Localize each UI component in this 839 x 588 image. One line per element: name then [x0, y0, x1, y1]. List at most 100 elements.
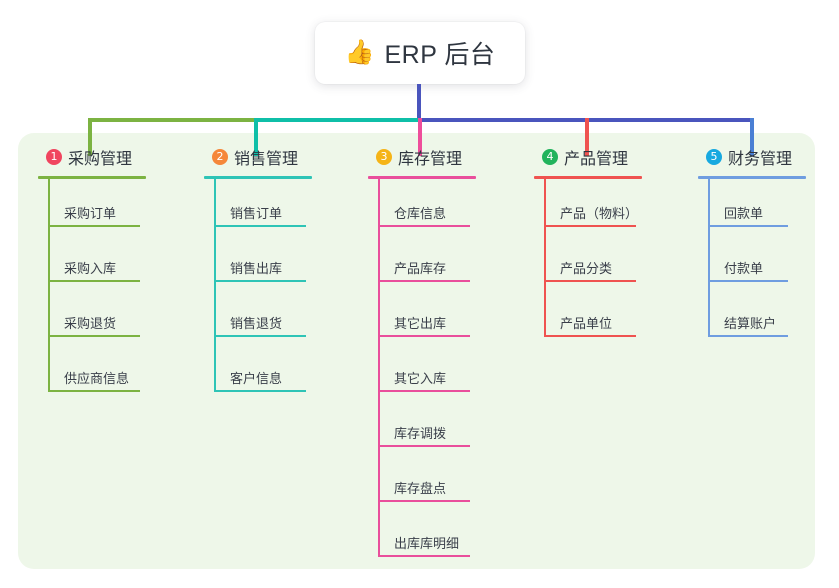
- branch-title: 采购管理: [68, 151, 133, 168]
- leaf-item-label: 付款单: [724, 261, 764, 276]
- root-node-title: ERP 后台: [384, 41, 496, 69]
- branch-leaf-list: 销售订单销售出库销售退货客户信息: [204, 179, 312, 399]
- leaf-item[interactable]: 出库库明细: [368, 509, 476, 564]
- leaf-item[interactable]: 采购入库: [38, 234, 146, 289]
- leaf-item[interactable]: 产品库存: [368, 234, 476, 289]
- leaf-item[interactable]: 仓库信息: [368, 179, 476, 234]
- branch-title: 销售管理: [234, 151, 299, 168]
- leaf-item-label: 库存调拨: [394, 426, 447, 441]
- leaf-item-label: 产品（物料）: [560, 206, 639, 221]
- leaf-item-label: 产品单位: [560, 316, 613, 331]
- leaf-item[interactable]: 库存调拨: [368, 399, 476, 454]
- leaf-item-label: 结算账户: [724, 316, 777, 331]
- leaf-item[interactable]: 销售出库: [204, 234, 312, 289]
- leaf-item[interactable]: 采购退货: [38, 289, 146, 344]
- leaf-item-label: 其它出库: [394, 316, 447, 331]
- branch-spine: [48, 179, 50, 392]
- leaf-item-underline: [48, 280, 140, 282]
- leaf-item-underline: [378, 445, 470, 447]
- branch-header-purchase[interactable]: 1 采购管理: [38, 145, 146, 169]
- branch-underline: [698, 176, 806, 179]
- branch-number-badge: 3: [376, 149, 392, 165]
- root-node-erp-backend[interactable]: 👍 ERP 后台: [315, 22, 525, 84]
- branch-title: 财务管理: [728, 151, 793, 168]
- leaf-item-label: 库存盘点: [394, 481, 447, 496]
- leaf-item-label: 出库库明细: [394, 536, 460, 551]
- branch-spine: [378, 179, 380, 557]
- leaf-item-underline: [378, 225, 470, 227]
- thumbs-up-icon: 👍: [344, 39, 375, 66]
- leaf-item-underline: [48, 335, 140, 337]
- branch-leaf-list: 产品（物料） 产品分类产品单位: [534, 179, 642, 344]
- drop-product: [585, 118, 589, 156]
- branch-spine: [544, 179, 546, 337]
- drop-sales: [254, 118, 258, 156]
- leaf-item-underline: [544, 225, 636, 227]
- leaf-item[interactable]: 回款单: [698, 179, 806, 234]
- diagram-background-panel: [18, 133, 815, 569]
- leaf-item[interactable]: 付款单: [698, 234, 806, 289]
- leaf-item-underline: [378, 390, 470, 392]
- leaf-item-underline: [378, 335, 470, 337]
- branch-column-finance: 5 财务管理回款单付款单结算账户: [698, 145, 806, 344]
- leaf-item[interactable]: 销售退货: [204, 289, 312, 344]
- branch-leaf-list: 回款单付款单结算账户: [698, 179, 806, 344]
- leaf-item-underline: [214, 225, 306, 227]
- leaf-item[interactable]: 其它出库: [368, 289, 476, 344]
- branch-leaf-list: 采购订单采购入库采购退货供应商信息: [38, 179, 146, 399]
- drop-inventory: [418, 118, 422, 156]
- leaf-item-underline: [544, 335, 636, 337]
- leaf-item-label: 采购订单: [64, 206, 117, 221]
- leaf-item-label: 销售出库: [230, 261, 283, 276]
- bus-segment-teal: [254, 118, 420, 122]
- drop-finance: [750, 118, 754, 156]
- branch-number-badge: 4: [542, 149, 558, 165]
- bus-segment-green: [88, 118, 256, 122]
- leaf-item-underline: [48, 225, 140, 227]
- leaf-item-underline: [708, 225, 788, 227]
- leaf-item-label: 采购退货: [64, 316, 117, 331]
- leaf-item-underline: [708, 335, 788, 337]
- leaf-item[interactable]: 其它入库: [368, 344, 476, 399]
- leaf-item-label: 供应商信息: [64, 371, 130, 386]
- leaf-item[interactable]: 采购订单: [38, 179, 146, 234]
- leaf-item[interactable]: 产品分类: [534, 234, 642, 289]
- branch-number-badge: 5: [706, 149, 722, 165]
- leaf-item-underline: [214, 335, 306, 337]
- branch-title: 库存管理: [398, 151, 463, 168]
- leaf-item-underline: [214, 280, 306, 282]
- branch-underline: [368, 176, 476, 179]
- branch-column-inventory: 3 库存管理仓库信息产品库存其它出库其它入库库存调拨库存盘点出库库明细: [368, 145, 476, 564]
- leaf-item-underline: [214, 390, 306, 392]
- branch-header-finance[interactable]: 5 财务管理: [698, 145, 806, 169]
- leaf-item-underline: [378, 500, 470, 502]
- leaf-item-label: 采购入库: [64, 261, 117, 276]
- branch-underline: [38, 176, 146, 179]
- leaf-item-underline: [378, 280, 470, 282]
- leaf-item[interactable]: 产品（物料）: [534, 179, 642, 234]
- leaf-item-underline: [708, 280, 788, 282]
- branch-spine: [214, 179, 216, 392]
- leaf-item[interactable]: 客户信息: [204, 344, 312, 399]
- leaf-item-label: 客户信息: [230, 371, 283, 386]
- leaf-item[interactable]: 库存盘点: [368, 454, 476, 509]
- leaf-item-label: 销售退货: [230, 316, 283, 331]
- leaf-item[interactable]: 结算账户: [698, 289, 806, 344]
- branch-leaf-list: 仓库信息产品库存其它出库其它入库库存调拨库存盘点出库库明细: [368, 179, 476, 564]
- drop-purchase: [88, 118, 92, 156]
- leaf-item-label: 产品库存: [394, 261, 447, 276]
- branch-number-badge: 1: [46, 149, 62, 165]
- leaf-item[interactable]: 产品单位: [534, 289, 642, 344]
- leaf-item[interactable]: 供应商信息: [38, 344, 146, 399]
- leaf-item-label: 产品分类: [560, 261, 613, 276]
- root-vertical-connector: [417, 84, 421, 120]
- leaf-item-label: 回款单: [724, 206, 764, 221]
- branch-header-inventory[interactable]: 3 库存管理: [368, 145, 476, 169]
- leaf-item-label: 销售订单: [230, 206, 283, 221]
- leaf-item[interactable]: 销售订单: [204, 179, 312, 234]
